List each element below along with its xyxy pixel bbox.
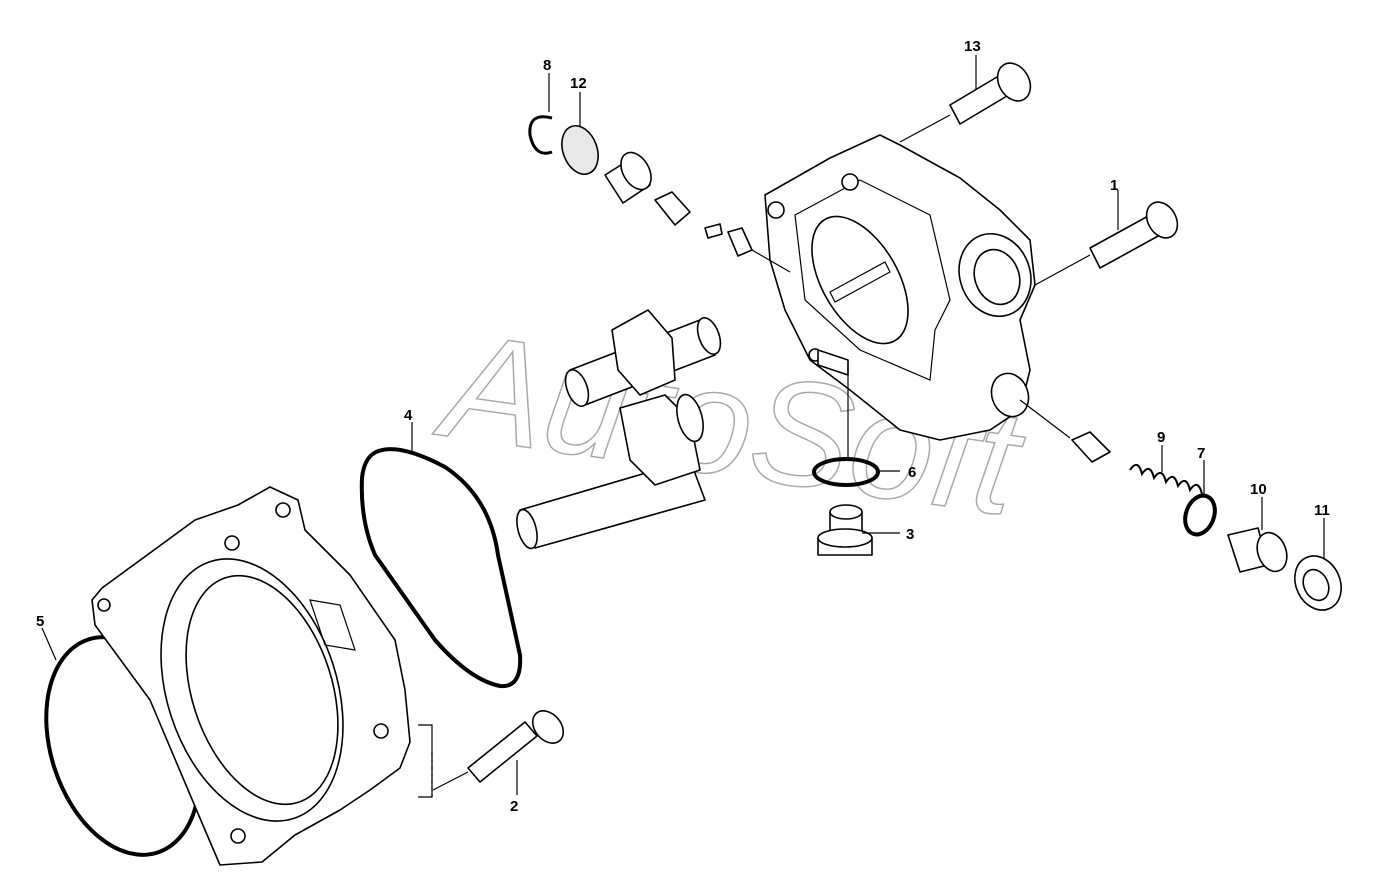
callout-9: 9 [1157,429,1165,446]
drive-gear-shaft[interactable] [513,392,708,551]
o-ring-small[interactable] [812,457,880,487]
filter-disc[interactable] [555,121,604,180]
driven-gear-shaft[interactable] [561,309,725,409]
callout-1: 1 [1110,177,1118,194]
gasket[interactable] [359,447,523,689]
callout-5: 5 [36,613,44,630]
cap-screw-lower[interactable] [418,705,570,798]
callout-3: 3 [906,526,914,543]
valve-plug[interactable] [1227,527,1292,576]
callout-13: 13 [964,38,981,55]
o-ring-valve[interactable] [1180,491,1220,538]
circlip[interactable] [528,115,553,155]
spring[interactable] [1129,463,1203,495]
sleeve[interactable] [604,147,657,204]
callout-8: 8 [543,57,551,74]
sealing-washer[interactable] [1286,548,1350,617]
pump-body[interactable] [764,134,1042,441]
callout-2: 2 [510,798,518,815]
callout-6: 6 [908,464,916,481]
cap-screw-right[interactable] [1089,197,1184,269]
assembly-lines [41,55,1325,795]
callout-12: 12 [570,75,587,92]
plug[interactable] [817,504,873,556]
pump-front-cover[interactable] [91,486,411,866]
callout-10: 10 [1250,481,1267,498]
valve-piston-lower[interactable] [1071,431,1111,463]
valve-piston-upper[interactable] [654,191,753,257]
callout-11: 11 [1314,502,1330,519]
cap-screw-top[interactable] [949,57,1037,125]
callout-7: 7 [1197,445,1205,462]
callout-4: 4 [404,407,413,424]
